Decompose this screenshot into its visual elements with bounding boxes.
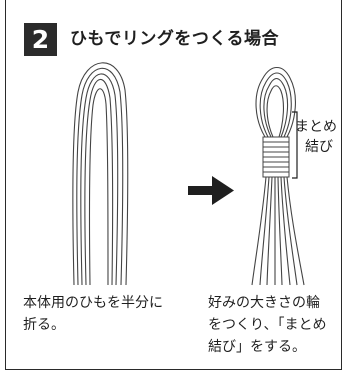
caption-left: 本体用のひもを半分に 折る。: [23, 292, 163, 336]
bracket-label: まとめ 結び: [295, 117, 337, 157]
caption-right-line-1: 好みの大きさの輪: [208, 295, 320, 311]
caption-right-line-2: をつくり、「まとめ: [208, 317, 327, 333]
caption-left-line-2: 折る。: [23, 317, 65, 333]
bracket-label-line-1: まとめ: [295, 119, 337, 135]
bracket-label-line-2: 結び: [305, 139, 333, 155]
caption-right-line-3: 結び」をする。: [208, 339, 306, 355]
ring-loop-illustration: [255, 66, 296, 138]
right-arrow-icon: [188, 176, 234, 205]
folded-cord-illustration: [72, 62, 129, 286]
caption-right: 好みの大きさの輪 をつくり、「まとめ 結び」をする。: [208, 292, 351, 358]
illustration: [72, 62, 305, 286]
knot-bracket: [292, 111, 298, 179]
hanging-strands: [251, 176, 305, 286]
page-title: ひもでリングをつくる場合: [70, 29, 279, 49]
wrapped-knot: [262, 136, 290, 178]
step-number-badge: 2: [24, 23, 57, 56]
caption-left-line-1: 本体用のひもを半分に: [23, 295, 163, 311]
